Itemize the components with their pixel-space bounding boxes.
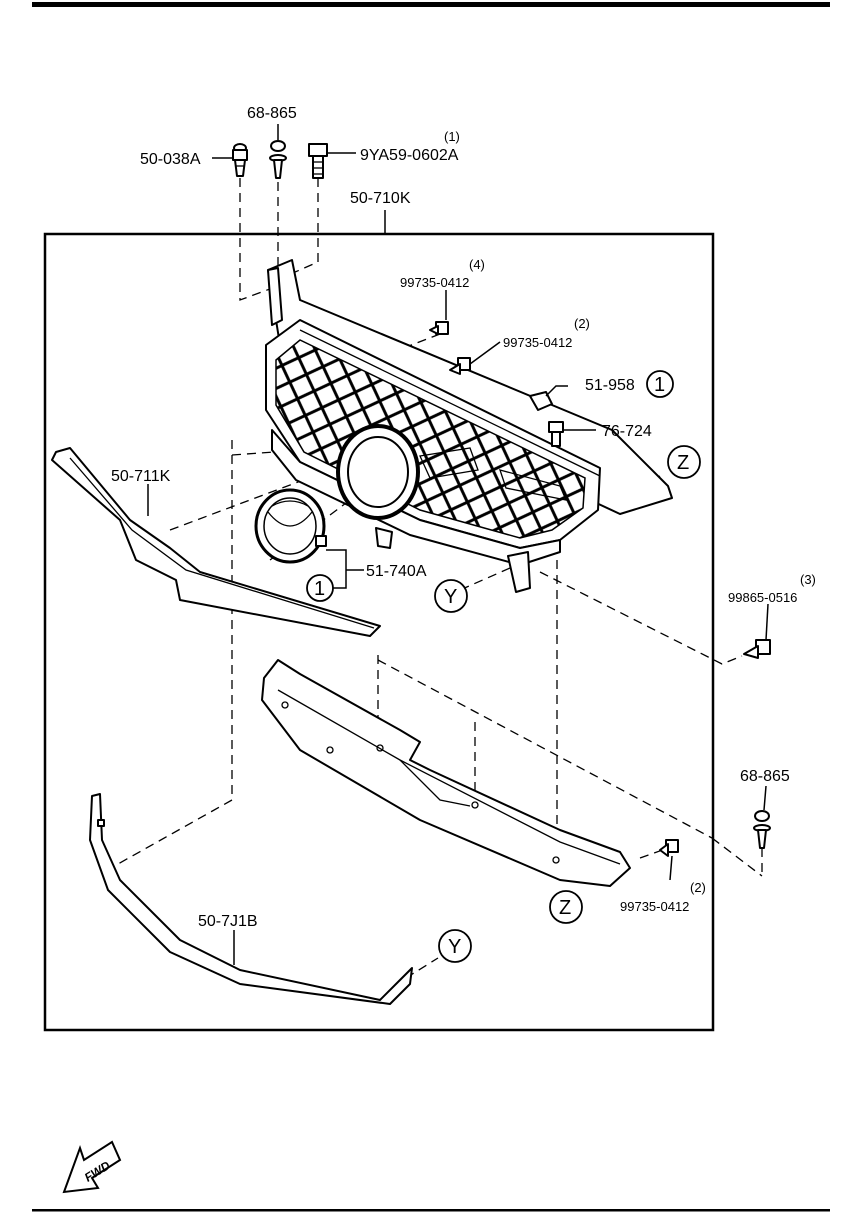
screw-99735-c (659, 839, 679, 857)
bottom-rule (32, 1209, 830, 1212)
clip-68-865-top (269, 140, 287, 179)
label-50-711k: 50-711K (111, 468, 171, 485)
moulding-50-7j1b (89, 793, 413, 1005)
svg-text:Y: Y (448, 936, 461, 958)
fwd-arrow-icon: FWD (62, 1140, 122, 1194)
lower-shroud (261, 659, 631, 887)
screw-99735-a (429, 321, 449, 335)
label-99865-0516: 99865-0516 (728, 590, 797, 605)
label-68-865-right: 68-865 (740, 768, 790, 785)
svg-text:Z: Z (677, 452, 689, 474)
garnish-50-711k (51, 447, 381, 637)
grille-assembly (265, 259, 673, 593)
qty-99735-c: (2) (690, 880, 706, 895)
clip-50-038a (232, 143, 248, 177)
label-99735-0412-b: 99735-0412 (503, 335, 572, 350)
svg-text:Z: Z (559, 897, 571, 919)
bolt-9ya59 (308, 143, 328, 179)
qty-99865: (3) (800, 572, 816, 587)
screw-76-724 (548, 421, 564, 447)
label-50-038a: 50-038A (140, 151, 201, 168)
label-99735-0412-a: 99735-0412 (400, 275, 469, 290)
label-50-7j1b: 50-7J1B (198, 913, 258, 930)
label-50-710k: 50-710K (350, 190, 411, 207)
qty-99735-b: (2) (574, 316, 590, 331)
label-99735-0412-c: 99735-0412 (620, 899, 689, 914)
callout-y-upper: Y (434, 579, 468, 613)
svg-text:1: 1 (314, 578, 325, 600)
qty-99735-a: (4) (469, 257, 485, 272)
clip-68-865-right (753, 810, 771, 849)
callout-y-lower: Y (438, 929, 472, 963)
callout-1-lower: 1 (306, 574, 334, 602)
emblem-51-740a (254, 488, 327, 564)
top-rule (32, 2, 830, 7)
screw-99735-b (449, 357, 471, 375)
callout-1-upper: 1 (646, 370, 674, 398)
label-51-740a: 51-740A (366, 563, 427, 580)
svg-text:Y: Y (444, 586, 457, 608)
screw-99865 (743, 639, 771, 659)
callout-z-lower: Z (549, 890, 583, 924)
label-68-865-top: 68-865 (247, 105, 297, 122)
label-51-958: 51-958 (585, 377, 635, 394)
label-9ya59-0602a: 9YA59-0602A (360, 147, 459, 164)
leader-lines (147, 124, 769, 965)
assembly-frame (43, 232, 715, 1032)
label-76-724: 76-724 (602, 423, 652, 440)
qty-9ya59: (1) (444, 129, 460, 144)
svg-text:1: 1 (654, 374, 665, 396)
callout-z-upper: Z (667, 445, 701, 479)
